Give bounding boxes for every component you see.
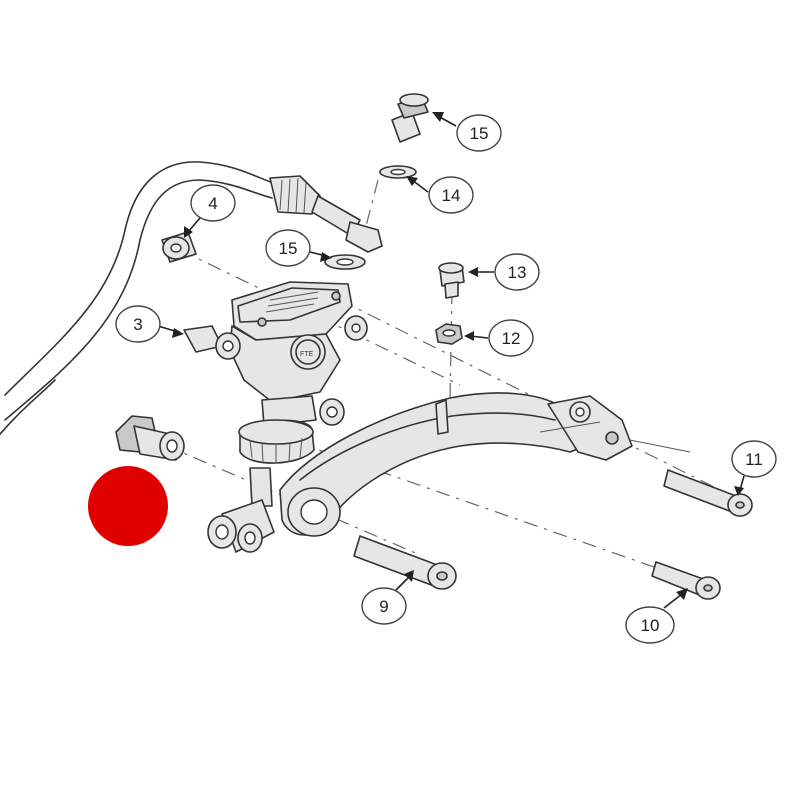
part-12-nut (435, 323, 463, 345)
callout-15-top: 15 (432, 112, 502, 152)
hose-fitting (269, 175, 383, 253)
callout-11: 11 (731, 440, 777, 496)
master-cylinder: FTE (183, 281, 368, 553)
callout-12: 12 (464, 319, 534, 357)
callout-9: 9 (361, 570, 414, 625)
brake-hose (0, 161, 281, 436)
part-15-top-screw (391, 93, 429, 143)
brake-pedal-arm (279, 392, 691, 537)
red-marker (88, 466, 168, 546)
callout-11-label: 11 (745, 450, 763, 469)
callout-15-middle-label: 15 (279, 239, 298, 258)
callout-14: 14 (406, 176, 474, 214)
callout-3: 3 (115, 305, 184, 343)
callout-15-top-label: 15 (470, 124, 489, 143)
callout-3-label: 3 (133, 315, 142, 334)
part-15-washer (324, 254, 366, 270)
part-10-pin (651, 561, 721, 600)
callout-4: 4 (184, 184, 236, 238)
callout-15-middle: 15 (265, 229, 332, 267)
hex-bushing (115, 415, 185, 461)
part-4-spacer (161, 231, 197, 263)
master-cylinder-cap-text: FTE (300, 351, 314, 358)
callout-12-label: 12 (502, 329, 521, 348)
part-9-pin (353, 535, 457, 590)
part-14-washer (379, 165, 417, 179)
callout-9-label: 9 (379, 597, 388, 616)
callout-4-label: 4 (208, 194, 217, 213)
part-11-pin (663, 469, 753, 517)
callout-10-label: 10 (641, 616, 660, 635)
part-13-bolt (438, 262, 465, 299)
callout-14-label: 14 (442, 186, 461, 205)
callout-13: 13 (468, 253, 540, 291)
callout-10: 10 (625, 588, 688, 644)
callout-13-label: 13 (508, 263, 527, 282)
